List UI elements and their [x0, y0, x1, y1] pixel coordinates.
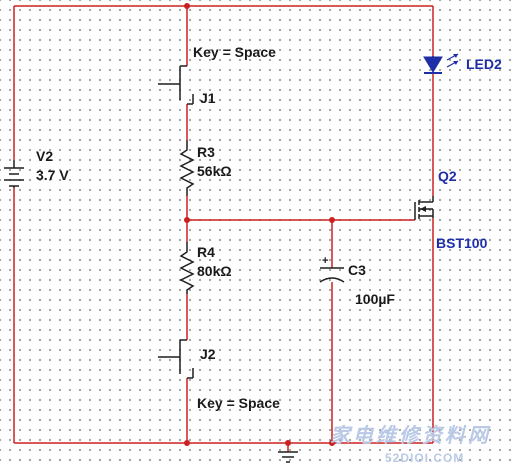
- capacitor-polarity: +: [322, 255, 328, 267]
- resistor-r3-ref: R3: [197, 144, 215, 160]
- capacitor-ref: C3: [348, 262, 366, 278]
- junction-dot: [184, 440, 190, 446]
- junction-dot: [329, 217, 335, 223]
- watermark: 家电维修资料网 52DIOI.COM: [330, 424, 491, 465]
- resistor-r4-value: 80kΩ: [197, 263, 232, 279]
- led-ref: LED2: [466, 56, 502, 72]
- ground-symbol: [278, 451, 298, 463]
- battery-ref: V2: [36, 148, 53, 164]
- junctions: [184, 3, 335, 446]
- resistor-r3-value: 56kΩ: [197, 163, 232, 179]
- switch-j1[interactable]: Key = Space J1: [158, 44, 276, 106]
- switch-j2-key-label: Key = Space: [197, 395, 280, 411]
- resistor-r3[interactable]: R3 56kΩ: [179, 140, 232, 196]
- led-led2[interactable]: LED2: [423, 53, 502, 74]
- battery-value: 3.7 V: [36, 167, 69, 183]
- junction-dot: [184, 217, 190, 223]
- junction-dot: [285, 440, 291, 446]
- transistor-q2[interactable]: Q2 BST100: [414, 168, 488, 251]
- junction-dot: [329, 440, 335, 446]
- wires: [13, 5, 434, 452]
- transistor-model: BST100: [436, 235, 488, 251]
- led-triangle: [423, 56, 443, 73]
- resistor-r4[interactable]: R4 80kΩ: [179, 242, 232, 294]
- capacitor-c3[interactable]: + C3 100µF: [319, 255, 395, 307]
- watermark-url: 52DIOI.COM: [385, 451, 464, 465]
- switch-j2-ref: J2: [200, 346, 216, 362]
- capacitor-value: 100µF: [355, 291, 395, 307]
- watermark-text: 家电维修资料网: [330, 424, 491, 447]
- junction-dot: [184, 3, 190, 9]
- switch-j1-key-label: Key = Space: [193, 44, 276, 60]
- battery-v2[interactable]: V2 3.7 V: [4, 148, 69, 188]
- switch-j1-ref: J1: [200, 90, 216, 106]
- transistor-ref: Q2: [438, 168, 457, 184]
- resistor-r4-ref: R4: [197, 244, 215, 260]
- switch-j2[interactable]: J2 Key = Space: [158, 339, 280, 411]
